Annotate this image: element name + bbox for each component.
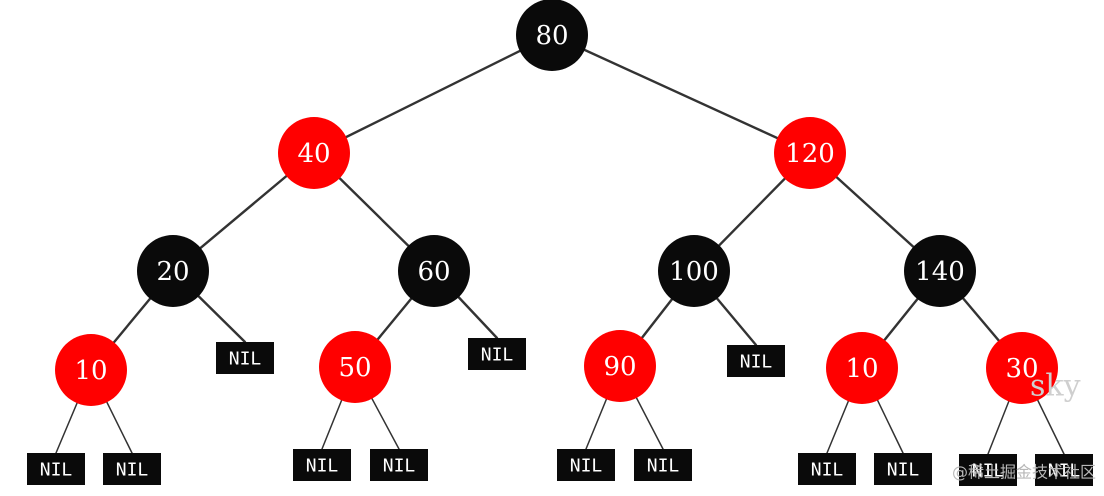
red-node-circle (774, 117, 846, 189)
red-node-circle (986, 332, 1058, 404)
black-node-circle (137, 235, 209, 307)
nil-label: NIL (306, 456, 339, 477)
tree-node-90: 90 (584, 330, 656, 402)
node-label: 50 (338, 353, 371, 383)
red-node-circle (278, 117, 350, 189)
nil-box (1035, 454, 1093, 486)
nil-label: NIL (229, 349, 262, 370)
nil-label: NIL (811, 460, 844, 481)
black-node-circle (658, 235, 730, 307)
red-node-circle (584, 330, 656, 402)
tree-node-20: 20 (137, 235, 209, 307)
tree-node-120: 120 (774, 117, 846, 189)
nil-box (727, 345, 785, 377)
tree-node-50: 50 (319, 331, 391, 403)
nil-label: NIL (481, 345, 514, 366)
nil-box (557, 449, 615, 481)
node-label: 20 (156, 257, 189, 287)
nil-label: NIL (740, 352, 773, 373)
tree-node-10: 10 (55, 334, 127, 406)
edges-layer (55, 33, 1065, 455)
nil-box (468, 338, 526, 370)
node-label: 10 (845, 354, 878, 384)
edge-n80-n120 (550, 33, 812, 155)
node-label: 80 (535, 21, 568, 51)
nil-label: NIL (887, 460, 920, 481)
nil-box (959, 454, 1017, 486)
node-label: 40 (297, 139, 330, 169)
nil-leaf: NIL (293, 449, 351, 481)
red-node-circle (55, 334, 127, 406)
tree-nodes-layer: 80 40 120 20 60 100 140 10 50 90 10 30 (55, 0, 1058, 406)
nil-label: NIL (40, 460, 73, 481)
node-label: 100 (669, 257, 719, 287)
nil-leaves-layer: NIL NIL NIL NIL NIL NIL NIL NIL NIL NIL NIL NIL NIL (27, 338, 1093, 486)
nil-box (798, 453, 856, 485)
nil-leaf: NIL (634, 449, 692, 481)
tree-node-30: 30 (986, 332, 1058, 404)
nil-label: NIL (972, 461, 1005, 482)
nil-box (216, 342, 274, 374)
red-node-circle (319, 331, 391, 403)
node-label: 120 (785, 139, 835, 169)
nil-label: NIL (570, 456, 603, 477)
nil-leaf: NIL (557, 449, 615, 481)
nil-box (27, 453, 85, 485)
nil-box (103, 453, 161, 485)
watermark-site: @稀土掘金技术社区 (952, 463, 1096, 482)
node-label: 30 (1005, 354, 1038, 384)
tree-node-40: 40 (278, 117, 350, 189)
node-label: 10 (74, 356, 107, 386)
nil-label: NIL (1048, 461, 1081, 482)
nil-leaf: NIL (874, 453, 932, 485)
node-label: 90 (603, 352, 636, 382)
black-node-circle (398, 235, 470, 307)
nil-leaf: NIL (798, 453, 856, 485)
tree-node-140: 140 (904, 235, 976, 307)
red-node-circle (826, 332, 898, 404)
nil-leaf: NIL (216, 342, 274, 374)
nil-leaf: NIL (103, 453, 161, 485)
nil-box (874, 453, 932, 485)
nil-label: NIL (647, 456, 680, 477)
nil-label: NIL (116, 460, 149, 481)
node-label: 140 (915, 257, 965, 287)
nil-box (293, 449, 351, 481)
nil-leaf: NIL (727, 345, 785, 377)
nil-leaf: NIL (468, 338, 526, 370)
nil-leaf: NIL (1035, 454, 1093, 486)
node-label: 60 (417, 257, 450, 287)
nil-label: NIL (383, 456, 416, 477)
watermark-sky: sky (1030, 369, 1081, 404)
tree-node-100: 100 (658, 235, 730, 307)
nil-leaf: NIL (27, 453, 85, 485)
tree-node-60: 60 (398, 235, 470, 307)
black-node-circle (904, 235, 976, 307)
nil-leaf: NIL (959, 454, 1017, 486)
black-node-circle (516, 0, 588, 71)
edge-n80-n40 (312, 33, 554, 155)
nil-box (634, 449, 692, 481)
nil-box (370, 449, 428, 481)
tree-node-80: 80 (516, 0, 588, 71)
nil-leaf: NIL (370, 449, 428, 481)
tree-node-10: 10 (826, 332, 898, 404)
